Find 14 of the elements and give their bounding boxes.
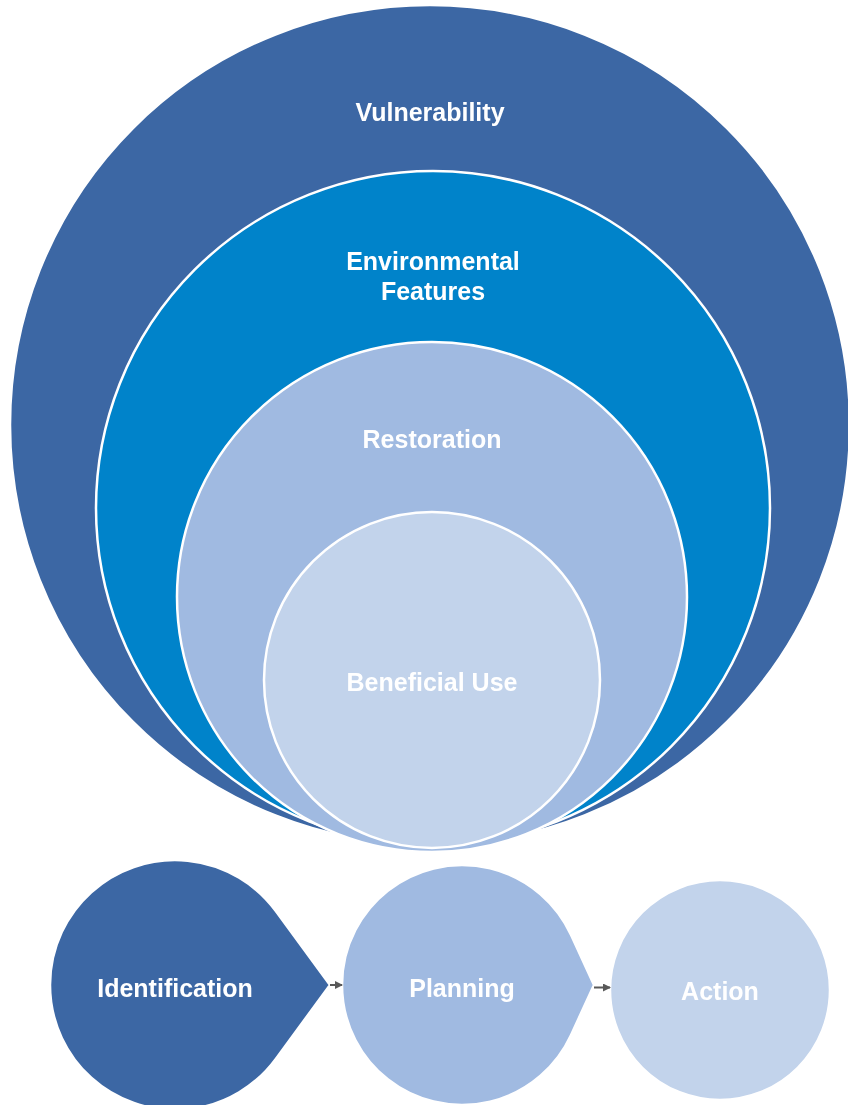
arrow (593, 983, 611, 992)
circle-shape (177, 342, 687, 852)
step-shape (342, 865, 594, 1105)
node-label: Beneficial Use (345, 667, 519, 697)
node-label: Planning (408, 973, 516, 1003)
node-label: Action (680, 976, 760, 1006)
node-label: Identification (96, 973, 254, 1003)
node-label: Restoration (361, 424, 503, 454)
node-label: Vulnerability (354, 97, 506, 127)
circle-shape (610, 880, 830, 1100)
circle-shape (264, 512, 600, 848)
arrow (329, 981, 343, 989)
node-label: Environmental Features (345, 246, 521, 306)
step-shape (50, 860, 330, 1105)
